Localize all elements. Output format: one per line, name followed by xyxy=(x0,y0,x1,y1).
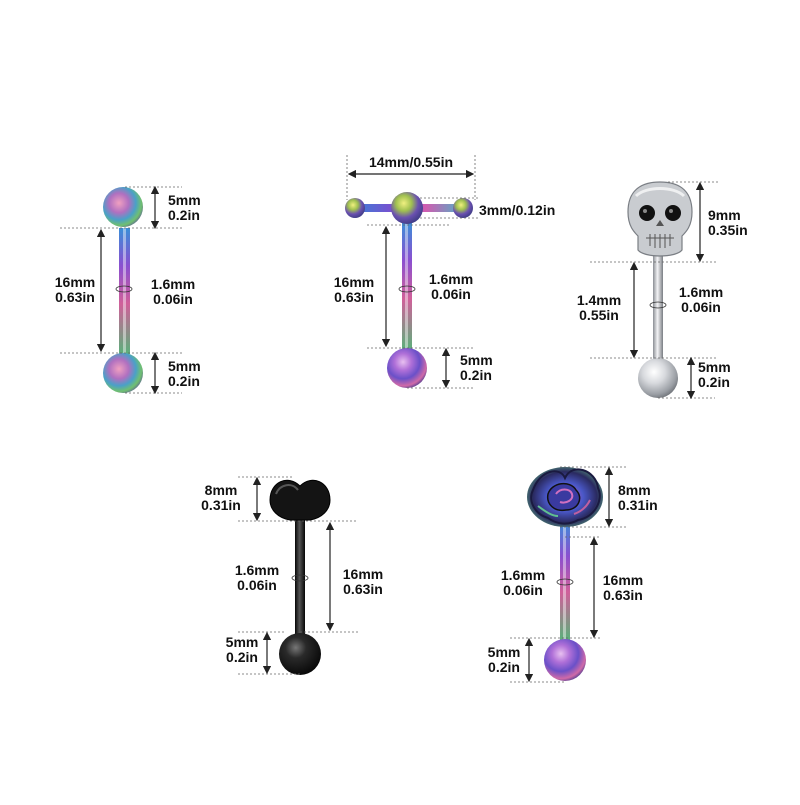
dim-mm: 5mm xyxy=(487,644,521,660)
dim-heart-top: 8mm 0.31in xyxy=(196,483,246,513)
dim-gauge: 1.6mm 0.06in xyxy=(230,563,284,593)
dim-in: 0.2in xyxy=(226,649,258,665)
textured-ball-top xyxy=(103,187,143,227)
dim-mm: 1.6mm xyxy=(500,567,546,583)
barbell-textured xyxy=(60,185,182,395)
barbell-rose xyxy=(510,466,626,683)
dim-mm: 16mm xyxy=(602,572,644,588)
dim-length: 16mm 0.63in xyxy=(338,567,388,597)
dim-mm: 5mm xyxy=(168,358,201,374)
dim-gauge: 1.6mm 0.06in xyxy=(146,277,200,307)
barbell-skull xyxy=(590,181,718,400)
dim-mm: 5mm xyxy=(168,192,201,208)
bar-stem xyxy=(295,518,305,634)
dim-ball-bottom: 5mm 0.2in xyxy=(168,359,201,389)
ball-bottom xyxy=(279,633,321,675)
dim-in: 0.31in xyxy=(618,497,658,513)
textured-ball-bottom xyxy=(103,353,143,393)
t-side-ball-right xyxy=(453,198,473,218)
skull-eye-left xyxy=(639,205,655,221)
dim-ball-bottom: 5mm 0.2in xyxy=(220,635,264,665)
dim-mm: 9mm xyxy=(708,207,741,223)
dim-in: 0.2in xyxy=(168,207,200,223)
dim-in: 0.06in xyxy=(503,582,543,598)
dim-in: 0.2in xyxy=(488,659,520,675)
dim-skull-top: 9mm 0.35in xyxy=(708,208,748,238)
dim-ball-top: 5mm 0.2in xyxy=(168,193,201,223)
dim-length: 16mm 0.63in xyxy=(52,275,98,305)
ball-bottom xyxy=(638,358,678,398)
dim-mm: 16mm xyxy=(342,566,384,582)
dim-mm: 1.6mm xyxy=(428,271,474,287)
t-center-ball xyxy=(391,192,423,224)
dim-in: 0.35in xyxy=(708,222,748,238)
barbell-t-bar xyxy=(345,155,478,389)
dim-gauge: 1.6mm 0.06in xyxy=(674,285,728,315)
rose-top xyxy=(527,467,603,527)
t-side-ball-left xyxy=(345,198,365,218)
dim-in: 0.55in xyxy=(579,307,619,323)
dim-ball-bottom: 5mm 0.2in xyxy=(482,645,526,675)
dim-mm-in: 3mm/0.12in xyxy=(479,202,556,218)
skull-eye-right xyxy=(665,205,681,221)
dim-mm: 1.6mm xyxy=(678,284,724,300)
ball-bottom xyxy=(387,348,427,388)
dim-in: 0.63in xyxy=(603,587,643,603)
dim-mm: 1.6mm xyxy=(150,276,196,292)
dim-length: 16mm 0.63in xyxy=(598,573,648,603)
dim-in: 0.06in xyxy=(431,286,471,302)
dim-mm: 1.4mm xyxy=(576,292,622,308)
dim-mm: 8mm xyxy=(618,482,651,498)
dim-mm: 5mm xyxy=(698,359,731,375)
dim-mm: 16mm xyxy=(54,274,96,290)
dim-in: 0.63in xyxy=(55,289,95,305)
dim-in: 0.63in xyxy=(334,289,374,305)
ball-bottom xyxy=(544,639,586,681)
dim-gauge: 1.6mm 0.06in xyxy=(496,568,550,598)
dim-mm: 5mm xyxy=(225,634,259,650)
dim-in: 0.63in xyxy=(343,581,383,597)
dim-in: 0.06in xyxy=(237,577,277,593)
dim-length: 1.4mm 0.55in xyxy=(572,293,626,323)
skull-top xyxy=(627,181,693,257)
dim-gauge: 1.6mm 0.06in xyxy=(424,272,478,302)
dim-in: 0.06in xyxy=(153,291,193,307)
dim-length: 16mm 0.63in xyxy=(331,275,377,305)
dim-mm: 5mm xyxy=(460,352,493,368)
dim-ball-bottom: 5mm 0.2in xyxy=(460,353,493,383)
bar-stem xyxy=(560,520,570,640)
barbell-heart xyxy=(238,476,358,675)
dim-in: 0.2in xyxy=(698,374,730,390)
dim-side-ball: 3mm/0.12in xyxy=(479,203,555,218)
dim-ball-bottom: 5mm 0.2in xyxy=(698,360,731,390)
dim-width: 14mm/0.55in xyxy=(355,155,467,170)
dim-in: 0.2in xyxy=(460,367,492,383)
dim-rose-top: 8mm 0.31in xyxy=(618,483,658,513)
dim-mm: 8mm xyxy=(204,482,238,498)
dim-mm: 16mm xyxy=(333,274,375,290)
dim-mm: 1.6mm xyxy=(234,562,280,578)
dim-in: 0.31in xyxy=(201,497,241,513)
dim-mm-in: 14mm/0.55in xyxy=(368,154,454,170)
bar-stem xyxy=(119,228,130,354)
bar-stem xyxy=(653,248,663,360)
dim-in: 0.06in xyxy=(681,299,721,315)
dim-in: 0.2in xyxy=(168,373,200,389)
heart-top xyxy=(269,479,331,521)
